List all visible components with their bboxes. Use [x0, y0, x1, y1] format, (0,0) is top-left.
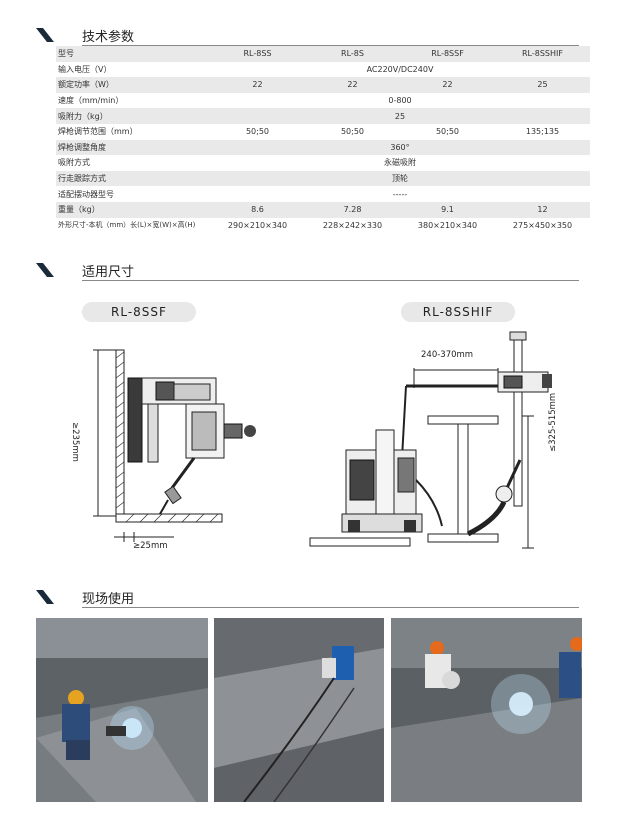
section-header-specs: 技术参数 [36, 26, 579, 48]
section-title: 适用尺寸 [82, 265, 135, 280]
row-label: 吸附力（kg） [56, 108, 210, 124]
rl-8sshif-diagram [309, 331, 552, 549]
row-value: 290×210×340 [227, 220, 288, 230]
section-header-field: 现场使用 [36, 588, 579, 610]
row-value: 22 [210, 77, 305, 93]
row-span-value: 360° [210, 139, 590, 156]
table-row: 焊枪调节范围（mm） 50;50 50;50 50;50 135;135 [56, 124, 590, 140]
table-header-cell: RL-8SSF [400, 46, 495, 62]
model-label-right: RL-8SSHIF [401, 302, 515, 322]
table-header-cell: RL-8SS [210, 46, 305, 62]
table-row: 吸附力（kg） 25 [56, 108, 590, 124]
row-value: 8.6 [210, 201, 305, 218]
field-photo-3 [391, 618, 582, 802]
row-value: 50;50 [340, 127, 365, 137]
section-rule [82, 45, 579, 46]
row-label: 重量（kg） [56, 201, 210, 218]
table-row: 输入电压（V） AC220V/DC240V [56, 62, 590, 78]
row-label: 速度（mm/min） [58, 96, 124, 106]
table-row: 重量（kg） 8.6 7.28 9.1 12 [56, 201, 590, 218]
width-dimension-label: ≥25mm [133, 541, 168, 551]
table-row: 焊枪调整角度 360° [56, 139, 590, 156]
row-span-value: AC220V/DC240V [366, 64, 434, 74]
height-dimension-label: ≥235mm [70, 422, 80, 462]
row-span-value: 25 [210, 108, 590, 124]
row-span-value: 顶轮 [210, 170, 590, 187]
row-value: 380×210×340 [417, 220, 478, 230]
table-row: 适配摆动器型号 ----- [56, 186, 590, 202]
section-marker-icon [36, 263, 54, 277]
section-marker-icon [36, 28, 54, 42]
row-value: 25 [495, 77, 590, 93]
row-value: 22 [305, 77, 400, 93]
row-label: 焊枪调节范围（mm） [58, 127, 138, 137]
row-value: 7.28 [305, 201, 400, 218]
field-photo-1 [36, 618, 208, 802]
field-photo-2 [214, 618, 384, 802]
row-label: 额定功率（W） [56, 77, 210, 93]
reach-dimension-label: 240-370mm [421, 350, 474, 360]
section-header-sizes: 适用尺寸 [36, 261, 579, 283]
table-row: 行走跟踪方式 顶轮 [56, 170, 590, 187]
row-label: 输入电压（V） [58, 64, 112, 74]
table-header-cell: RL-8SSHIF [495, 46, 590, 62]
table-header-cell: RL-8S [305, 46, 400, 62]
row-label: 行走跟踪方式 [56, 170, 210, 187]
row-value: 275×450×350 [512, 220, 573, 230]
spec-table: 型号 RL-8SS RL-8S RL-8SSF RL-8SSHIF 输入电压（V… [56, 46, 590, 233]
row-label: 焊枪调整角度 [56, 139, 210, 156]
row-label: 吸附方式 [58, 158, 90, 168]
section-marker-icon [36, 590, 54, 604]
welders-working-photo [391, 618, 582, 802]
table-header-row: 型号 RL-8SS RL-8S RL-8SSF RL-8SSHIF [56, 46, 590, 62]
section-title: 技术参数 [82, 30, 135, 45]
row-span-value: ----- [392, 189, 408, 199]
table-row: 吸附方式 永磁吸附 [56, 155, 590, 171]
model-label-left: RL-8SSF [82, 302, 196, 322]
carriage-on-beam-photo [214, 618, 384, 802]
width-dimension-line [114, 532, 174, 542]
row-label: 外形尺寸-本机（mm）长(L)×宽(W)×高(H) [58, 221, 196, 230]
row-value: 135;135 [525, 127, 560, 137]
row-span-value: 0-800 [388, 96, 412, 106]
row-value: 50;50 [435, 127, 460, 137]
row-value: 50;50 [245, 127, 270, 137]
row-value: 22 [400, 77, 495, 93]
rl-8ssf-diagram [93, 349, 256, 523]
row-span-value: 永磁吸附 [384, 158, 416, 168]
row-label: 适配摆动器型号 [58, 189, 114, 199]
table-row: 额定功率（W） 22 22 22 25 [56, 77, 590, 93]
row-value: 12 [495, 201, 590, 218]
height-dimension-label: ≤325-515mm [548, 392, 558, 452]
table-row: 速度（mm/min） 0-800 [56, 93, 590, 109]
section-rule [82, 280, 579, 281]
section-title: 现场使用 [82, 592, 135, 607]
section-rule [82, 607, 579, 608]
table-row: 外形尺寸-本机（mm）长(L)×宽(W)×高(H) 290×210×340 22… [56, 218, 590, 234]
row-value: 228×242×330 [322, 220, 383, 230]
welder-kneeling-photo [36, 618, 208, 802]
table-header-cell: 型号 [56, 46, 210, 62]
row-value: 9.1 [400, 201, 495, 218]
